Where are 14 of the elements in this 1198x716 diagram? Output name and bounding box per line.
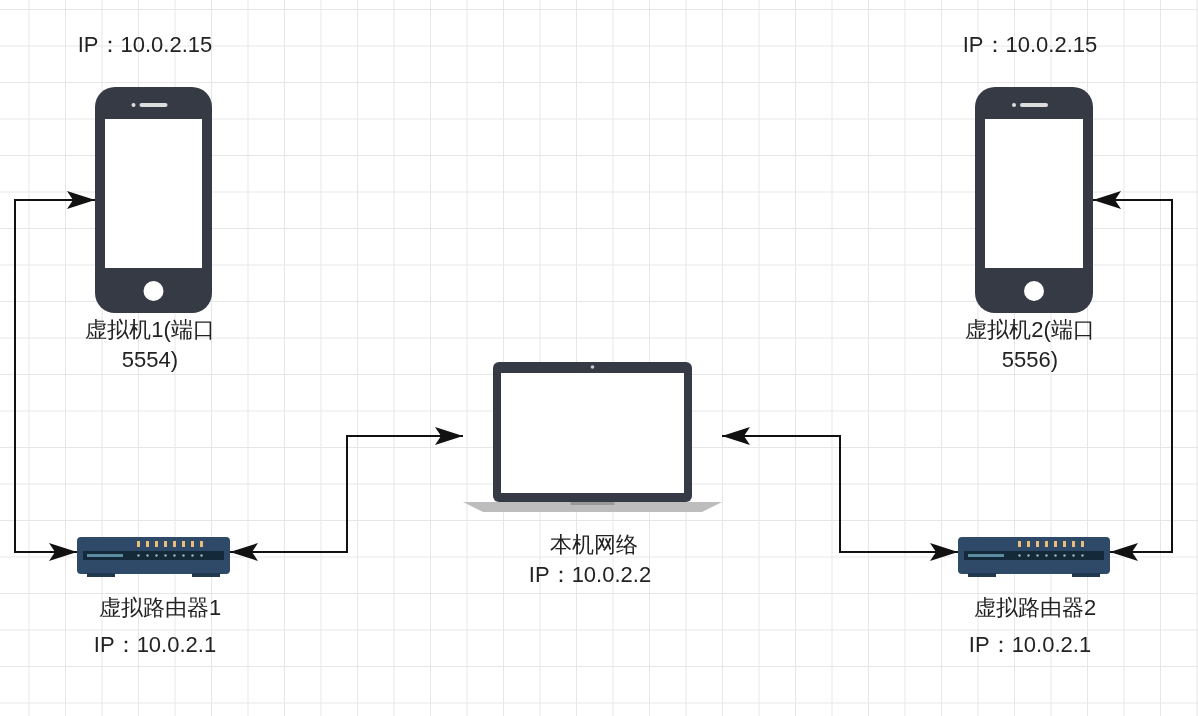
ip-label: IP：10.0.2.15 (76, 31, 214, 59)
device-label: IP：10.0.2.1 (967, 631, 1093, 659)
connector-arrow (229, 427, 464, 561)
device-label: 虚拟机2(端口5556) (964, 316, 1096, 374)
device-label: 虚拟路由器2 (972, 594, 1098, 622)
connector-arrow (1092, 191, 1173, 561)
device-label: 虚拟机1(端口5554) (84, 316, 216, 374)
connector-arrow (14, 191, 96, 561)
device-label: IP：10.0.2.2 (527, 561, 653, 589)
device-label: 本机网络 (549, 531, 639, 559)
ip-label: IP：10.0.2.15 (961, 31, 1099, 59)
connector-arrow (721, 427, 959, 561)
device-label: 虚拟路由器1 (97, 594, 223, 622)
device-label: IP：10.0.2.1 (92, 631, 218, 659)
